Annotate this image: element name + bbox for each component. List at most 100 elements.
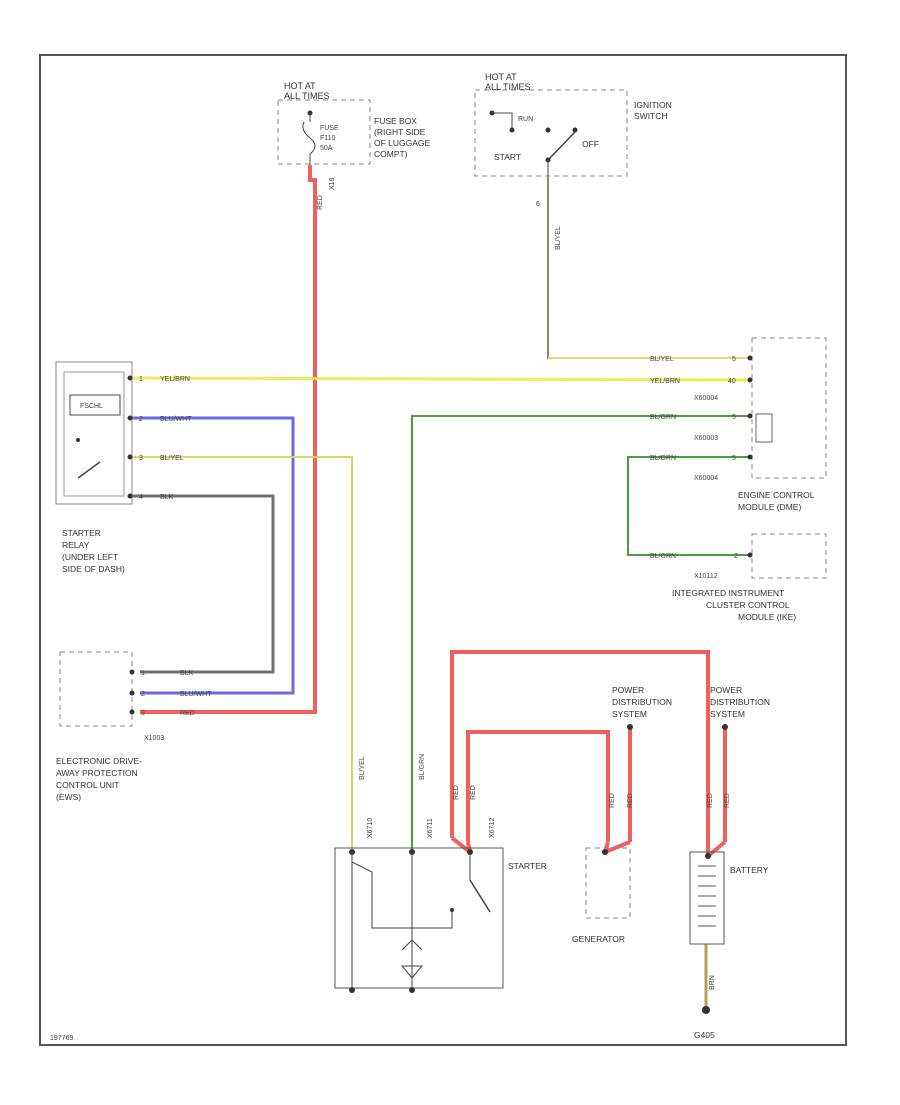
relay-contact-blade bbox=[77, 461, 101, 479]
ecm-pin3: 5 bbox=[732, 414, 736, 421]
relay-coil-icon bbox=[69, 394, 121, 416]
generator-label: GENERATOR bbox=[572, 934, 625, 944]
ignition-pos-off: OFF bbox=[582, 139, 599, 149]
ike-pin: 2 bbox=[734, 553, 738, 560]
ews-label-line2: AWAY PROTECTION bbox=[56, 768, 138, 778]
ecm-pin1-dot bbox=[747, 355, 753, 361]
ike-label-line1: INTEGRATED INSTRUMENT bbox=[672, 588, 784, 598]
ecm-inner-box bbox=[755, 413, 773, 443]
relay-contact-dot bbox=[76, 438, 80, 442]
ignition-label-line2: SWITCH bbox=[634, 111, 668, 121]
ews-connector: X1003 bbox=[144, 735, 164, 742]
ecm-label-line1: ENGINE CONTROL bbox=[738, 490, 815, 500]
fuse-icon bbox=[302, 121, 316, 155]
fuse-box-label-line2: (RIGHT SIDE bbox=[374, 127, 426, 137]
yellow-wire-relay-to-ecm bbox=[129, 376, 751, 382]
relay-pin3-dot bbox=[127, 454, 133, 460]
pds2-line1: POWER bbox=[710, 685, 742, 695]
fuse-box-outline bbox=[277, 99, 371, 165]
wire-label-red-d: RED bbox=[627, 793, 634, 808]
ecm-label-line2: MODULE (DME) bbox=[738, 502, 801, 512]
ecm-pin2: 40 bbox=[728, 378, 736, 385]
wire-label-bl-grn-ecm2: BL/GRN bbox=[650, 455, 676, 462]
ecm-connector-3: X60004 bbox=[694, 475, 718, 482]
blue-wire-relay-to-ews bbox=[130, 416, 295, 695]
relay-pin1: 1 bbox=[139, 376, 143, 383]
starter-connector-2: X6711 bbox=[427, 818, 434, 838]
fuse-box-hot-line2: ALL TIMES bbox=[284, 91, 330, 101]
starter-motor-icon bbox=[401, 939, 423, 951]
ecm-outline bbox=[751, 337, 827, 479]
ground-label: G405 bbox=[694, 1030, 715, 1040]
ignition-terminal-run bbox=[509, 127, 515, 133]
wire-label-red-e: RED bbox=[707, 793, 714, 808]
wire-label-ignition-vertical: BL/YEL bbox=[555, 226, 562, 250]
starter-relay-label-line2: RELAY bbox=[62, 540, 90, 550]
fuse-rating: 50A bbox=[320, 145, 333, 152]
starter-relay-outline bbox=[55, 361, 133, 505]
ignition-switch-blade bbox=[547, 131, 576, 161]
starter-outline bbox=[334, 847, 504, 989]
ews-label-line1: ELECTRONIC DRIVE- bbox=[56, 756, 142, 766]
ecm-connector-2: X60003 bbox=[694, 435, 718, 442]
starter-switch-dot bbox=[450, 908, 454, 912]
starter-relay-label-line4: SIDE OF DASH) bbox=[62, 564, 125, 574]
relay-pin1-dot bbox=[127, 375, 133, 381]
fuse-number-line2: F110 bbox=[320, 135, 336, 142]
yellow-wire-relay-to-starter bbox=[130, 456, 353, 852]
red-wire-fuse-to-ews bbox=[140, 165, 317, 714]
ews-label-line3: CONTROL UNIT bbox=[56, 780, 119, 790]
gray-yellow-wire-ignition-to-ecm bbox=[547, 176, 750, 359]
ground-terminal bbox=[702, 1006, 710, 1014]
wire-label-red-f: RED bbox=[724, 793, 731, 808]
starter-relay-label-line3: (UNDER LEFT bbox=[62, 552, 118, 562]
fuse-box-label-line3: OF LUGGAGE bbox=[374, 138, 431, 148]
generator-terminal bbox=[602, 849, 608, 855]
diagram-frame bbox=[39, 54, 847, 1046]
ews-pin3: 3 bbox=[141, 710, 145, 717]
ecm-pin2-dot bbox=[747, 377, 753, 383]
ecm-pin4: 5 bbox=[732, 455, 736, 462]
ecm-pin3-dot bbox=[747, 413, 753, 419]
relay-pin4: 4 bbox=[139, 494, 143, 501]
fuse-number-line1: FUSE bbox=[320, 125, 339, 132]
pds1-terminal bbox=[627, 724, 633, 730]
wire-label-brn: BRN bbox=[709, 975, 716, 990]
footer-code: 197769 bbox=[50, 1035, 73, 1042]
ignition-internal-wire bbox=[492, 112, 513, 130]
ike-label-line2: CLUSTER CONTROL bbox=[706, 600, 790, 610]
fuse-box-connector: X18 bbox=[329, 177, 336, 190]
wire-label-bl-yel-ecm: BL/YEL bbox=[650, 356, 674, 363]
ignition-hot-line1: HOT AT bbox=[485, 72, 517, 82]
battery-cells-icon bbox=[698, 865, 716, 927]
pds2-line2: DISTRIBUTION bbox=[710, 697, 770, 707]
wire-label-blk-ews: BLK bbox=[180, 670, 194, 677]
relay-pin2: 2 bbox=[139, 416, 143, 423]
starter-diode-icon bbox=[400, 965, 424, 979]
relay-pin3: 3 bbox=[139, 455, 143, 462]
wire-label-red-vertical: RED bbox=[317, 195, 324, 210]
wire-label-blu-wht: BLU/WHT bbox=[160, 416, 192, 423]
wire-label-red-c: RED bbox=[609, 793, 616, 808]
starter-relay-label-line1: STARTER bbox=[62, 528, 101, 538]
pds1-line3: SYSTEM bbox=[612, 709, 647, 719]
starter-label: STARTER bbox=[508, 861, 547, 871]
green-wire-ecm-to-ike bbox=[627, 456, 750, 556]
ignition-label-line1: IGNITION bbox=[634, 100, 672, 110]
wire-label-bl-grn-starter: BL/GRN bbox=[419, 754, 426, 780]
ecm-connector-1: X60004 bbox=[694, 395, 718, 402]
ews-pin1-dot bbox=[129, 669, 135, 675]
red-wire-battery-to-starter bbox=[450, 650, 710, 838]
starter-relay-inner bbox=[63, 371, 125, 497]
ecm-pin4-dot bbox=[747, 454, 753, 460]
generator-outline bbox=[585, 847, 631, 919]
wire-label-yel-brn: YEL/BRN bbox=[160, 376, 190, 383]
ignition-pos-start: START bbox=[494, 152, 521, 162]
starter-ground-1 bbox=[349, 987, 355, 993]
starter-connector-1: X6710 bbox=[367, 818, 374, 838]
ews-pin3-dot bbox=[129, 709, 135, 715]
red-wire-converge-battery-b bbox=[706, 840, 727, 858]
fuse-box-label-line1: FUSE BOX bbox=[374, 116, 417, 126]
